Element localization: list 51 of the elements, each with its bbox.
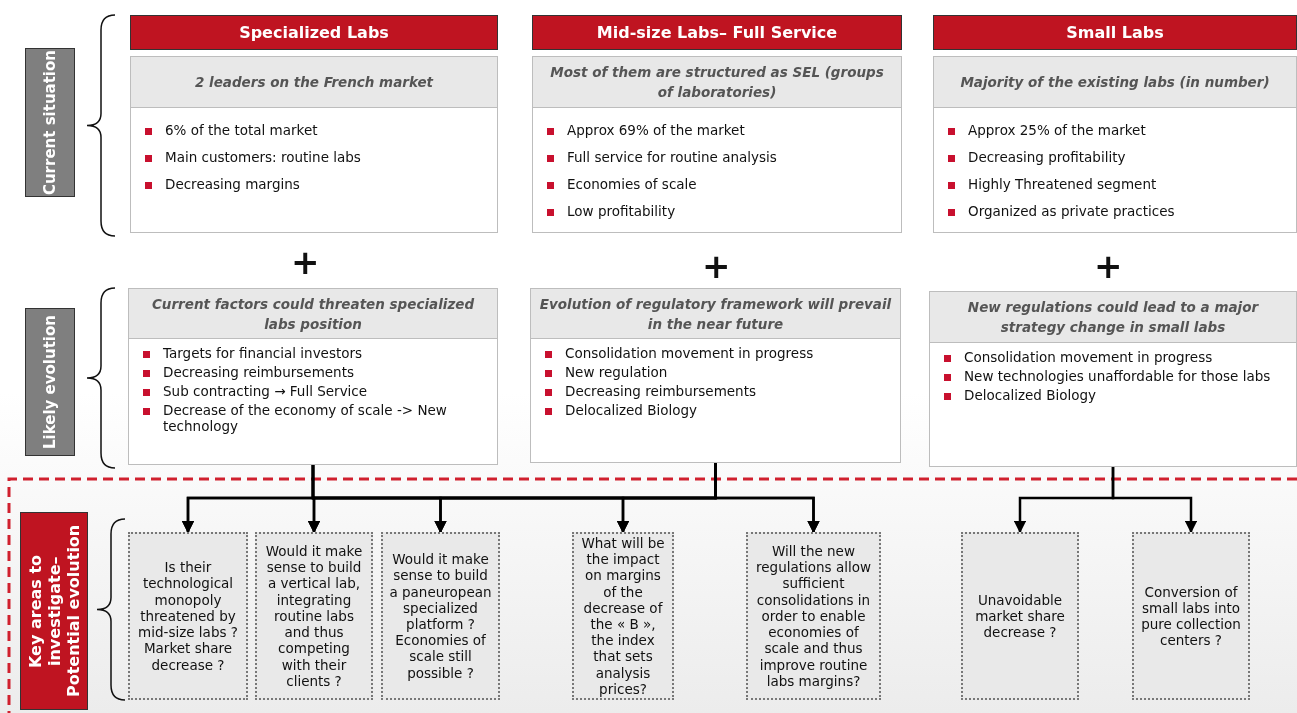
bullet-text: Decreasing margins xyxy=(165,176,300,192)
question-box: Is their technological monopoly threatened by mid-size labs ? Market share decrease ? xyxy=(128,532,248,700)
info-card xyxy=(532,56,902,233)
bullet-text: Economies of scale xyxy=(567,176,697,192)
bullet-text: New technologies unaffordable for those labs xyxy=(964,368,1271,384)
bullet-text: Highly Threatened segment xyxy=(968,176,1157,192)
bullet-text: Full service for routine analysis xyxy=(567,149,777,165)
row-label: Current situation xyxy=(25,48,75,197)
arrow xyxy=(1111,467,1198,534)
column-header: Mid-size Labs– Full Service xyxy=(532,15,902,50)
plus-sign: + xyxy=(291,247,320,277)
plus-sign: + xyxy=(1094,251,1123,281)
card-subtitle: Evolution of regulatory framework will prevail in the near future xyxy=(531,289,900,339)
plus-sign: + xyxy=(702,251,731,281)
question-box: What will be the impact on margins of the decrease of the « B », the index that sets analysis prices? xyxy=(572,532,674,700)
bullet-text: Decrease of the economy of scale -> New technology xyxy=(163,402,448,434)
bullet-text: Delocalized Biology xyxy=(964,387,1096,403)
info-card xyxy=(929,291,1297,467)
row-label: Key areas to investigate– Potential evolution xyxy=(20,512,88,710)
question-box: Will the new regulations allow sufficient consolidations in order to enable economies of scale and thus improve routine labs margins? xyxy=(746,532,881,700)
bullet-text: Delocalized Biology xyxy=(565,402,697,418)
column-header: Small Labs xyxy=(933,15,1297,50)
info-card xyxy=(530,288,901,463)
bullet-text: Approx 25% of the market xyxy=(968,122,1146,138)
bullet-text: Consolidation movement in progress xyxy=(964,349,1213,365)
card-subtitle: New regulations could lead to a major strategy change in small labs xyxy=(930,292,1296,343)
info-card xyxy=(933,56,1297,233)
column-header: Specialized Labs xyxy=(130,15,498,50)
bullet-text: Consolidation movement in progress xyxy=(565,345,814,361)
bullet-text: Decreasing reimbursements xyxy=(565,383,756,399)
bullet-text: New regulation xyxy=(565,364,668,380)
row-label: Likely evolution xyxy=(25,308,75,456)
bullet-text: Low profitability xyxy=(567,203,676,219)
question-box: Unavoidable market share decrease ? xyxy=(961,532,1079,700)
info-card xyxy=(128,288,498,465)
bullet-text: Decreasing profitability xyxy=(968,149,1126,165)
bullet-text: Organized as private practices xyxy=(968,203,1175,219)
card-subtitle: Current factors could threaten specialized labs position xyxy=(129,289,497,339)
bullet-text: Decreasing reimbursements xyxy=(163,364,354,380)
question-box: Would it make sense to build a vertical lab, integrating routine labs and thus competing with their clients ? xyxy=(255,532,373,700)
question-box: Conversion of small labs into pure collection centers ? xyxy=(1132,532,1250,700)
bullet-text: Targets for financial investors xyxy=(163,345,363,361)
bullet-text: Main customers: routine labs xyxy=(165,149,361,165)
card-subtitle: Majority of the existing labs (in number) xyxy=(934,57,1296,108)
bullet-text: Sub contracting → Full Service xyxy=(163,383,368,399)
question-box: Would it make sense to build a paneuropean specialized platform ? Economies of scale still possible ? xyxy=(381,532,500,700)
card-subtitle: 2 leaders on the French market xyxy=(131,57,497,108)
info-card xyxy=(130,56,498,233)
card-subtitle: Most of them are structured as SEL (groups of laboratories) xyxy=(533,57,901,108)
bullet-text: 6% of the total market xyxy=(165,122,318,138)
bullet-text: Approx 69% of the market xyxy=(567,122,745,138)
